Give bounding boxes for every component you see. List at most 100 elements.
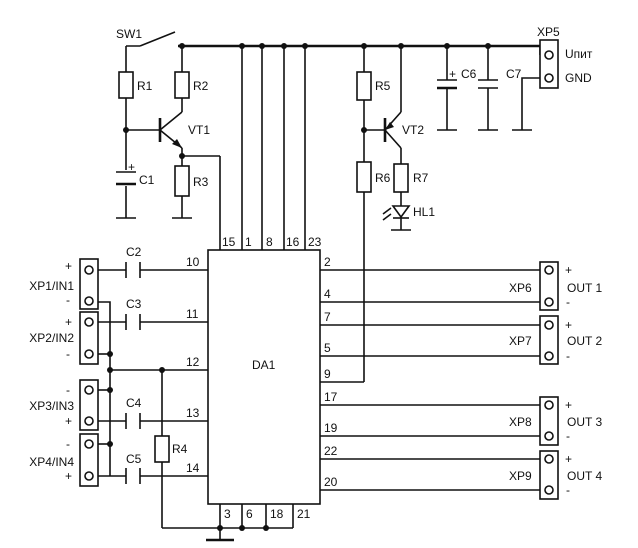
pin-numbers: 15 1 8 16 23 10 11 12 13 14 2 4 7 5 9 17… — [186, 235, 338, 521]
wires — [98, 31, 541, 542]
label-r6: R6 — [375, 171, 391, 185]
pin-top-4: 16 — [286, 235, 300, 249]
pin-right-5: 9 — [324, 367, 331, 381]
polarity-xp3-minus: - — [66, 383, 70, 397]
resistor-r7 — [393, 163, 409, 193]
transistor-vt2 — [383, 118, 394, 142]
polarity-xp6-minus: - — [566, 295, 570, 309]
label-vt2: VT2 — [402, 123, 424, 137]
pin-right-4: 5 — [324, 341, 331, 355]
polarity-xp4-plus: + — [65, 469, 72, 483]
pin-left-3: 12 — [186, 355, 200, 369]
polarity-xp8-minus: - — [566, 429, 570, 443]
resistor-r1 — [118, 71, 134, 99]
polarity-xp2-plus: + — [65, 315, 72, 329]
capacitor-c1 — [116, 171, 136, 186]
pin-left-4: 13 — [186, 406, 200, 420]
pin-right-8: 22 — [324, 444, 338, 458]
polarity-xp2-minus: - — [66, 347, 70, 361]
pin-top-3: 8 — [266, 235, 273, 249]
label-xp1: XP1/IN1 — [29, 279, 74, 293]
pin-bottom-2: 6 — [246, 507, 253, 521]
capacitor-c3 — [125, 314, 141, 330]
label-c1: C1 — [139, 173, 155, 187]
polarity-xp9-plus: + — [565, 452, 572, 466]
label-out2: OUT 2 — [567, 334, 602, 348]
label-out1: OUT 1 — [567, 281, 602, 295]
label-r7: R7 — [413, 171, 429, 185]
junction-dots — [107, 43, 491, 531]
polarity-xp1-minus: - — [66, 293, 70, 307]
label-r1: R1 — [137, 79, 153, 93]
pin-top-2: 1 — [245, 235, 252, 249]
connector-xp2 — [79, 311, 99, 365]
pin-left-5: 14 — [186, 461, 200, 475]
label-c5: C5 — [126, 452, 142, 466]
polarity-c1: + — [128, 160, 135, 174]
pin-right-9: 20 — [324, 475, 338, 489]
polarity-xp4-minus: - — [66, 437, 70, 451]
polarity-xp7-minus: - — [566, 349, 570, 363]
polarity-xp8-plus: + — [565, 398, 572, 412]
label-xp2: XP2/IN2 — [29, 331, 74, 345]
pin-right-7: 19 — [324, 421, 338, 435]
capacitor-c7 — [478, 79, 498, 89]
polarity-xp1-plus: + — [65, 259, 72, 273]
label-xp7: XP7 — [509, 334, 532, 348]
label-r4: R4 — [172, 442, 188, 456]
connector-xp3 — [79, 379, 99, 431]
pin-top-5: 23 — [308, 235, 322, 249]
capacitor-c4 — [125, 413, 141, 429]
connector-xp4 — [79, 433, 99, 487]
connector-xp7 — [539, 315, 559, 365]
resistor-r5 — [356, 71, 372, 101]
pin-left-1: 10 — [186, 255, 200, 269]
pin-top-1: 15 — [222, 235, 236, 249]
label-da1: DA1 — [252, 358, 276, 372]
transistor-vt1 — [158, 118, 182, 148]
label-hl1: HL1 — [413, 205, 435, 219]
resistor-r4 — [154, 435, 170, 463]
capacitor-c6 — [437, 79, 457, 90]
capacitor-c2 — [125, 262, 141, 278]
pin-right-6: 17 — [324, 390, 338, 404]
label-upit: Uпит — [565, 47, 593, 61]
label-vt1: VT1 — [188, 123, 210, 137]
pin-bottom-4: 21 — [297, 507, 311, 521]
polarity-xp7-plus: + — [565, 318, 572, 332]
ic-da1 — [207, 249, 321, 505]
label-c2: C2 — [126, 245, 142, 259]
pin-right-3: 7 — [324, 310, 331, 324]
label-r2: R2 — [193, 79, 209, 93]
pin-right-1: 2 — [324, 255, 331, 269]
label-xp3: XP3/IN3 — [29, 399, 74, 413]
label-out3: OUT 3 — [567, 415, 602, 429]
resistor-r6 — [356, 161, 372, 193]
polarity-xp9-minus: - — [566, 483, 570, 497]
label-out4: OUT 4 — [567, 469, 602, 483]
resistor-r2 — [174, 71, 190, 99]
pin-bottom-3: 18 — [270, 507, 284, 521]
connector-xp1 — [79, 258, 99, 310]
label-xp5: XP5 — [537, 25, 560, 39]
label-xp8: XP8 — [509, 415, 532, 429]
connector-xp8 — [539, 396, 559, 446]
label-c7: C7 — [506, 67, 522, 81]
label-xp6: XP6 — [509, 281, 532, 295]
pin-bottom-1: 3 — [224, 507, 231, 521]
label-gnd: GND — [565, 71, 592, 85]
label-r3: R3 — [193, 175, 209, 189]
label-c6: C6 — [461, 67, 477, 81]
led-hl1 — [382, 205, 411, 221]
connector-xp5 — [539, 39, 559, 89]
label-c3: C3 — [126, 297, 142, 311]
label-r5: R5 — [375, 79, 391, 93]
label-c4: C4 — [126, 396, 142, 410]
connector-xp6 — [539, 261, 559, 311]
label-xp9: XP9 — [509, 469, 532, 483]
polarity-marks: + + + - + - - + - + + - + - + - + - — [65, 67, 572, 497]
component-labels: SW1 R1 R2 R3 C1 VT1 R5 R6 R7 VT2 HL1 C6 … — [29, 25, 602, 483]
pin-left-2: 11 — [186, 307, 199, 321]
capacitor-c5 — [125, 468, 141, 484]
polarity-xp3-plus: + — [65, 414, 72, 428]
